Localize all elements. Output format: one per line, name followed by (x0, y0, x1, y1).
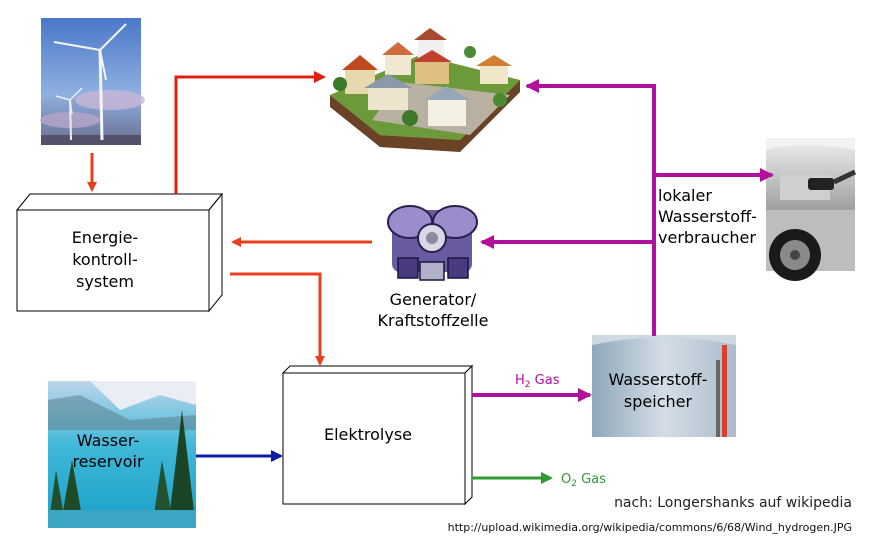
wind-turbine-image (40, 18, 145, 145)
local-consumer-label: lokaler Wasserstoff- verbraucher (658, 186, 757, 247)
electrolysis-box: Elektrolyse (281, 364, 474, 506)
energy-control-label-line2: kontroll- (72, 250, 138, 269)
local-consumer-label-line2: Wasserstoff- (658, 207, 757, 226)
local-consumer-label-line3: verbraucher (658, 228, 756, 247)
energy-control-label-line1: Energie- (72, 228, 139, 247)
source-url: http://upload.wikimedia.org/wikipedia/co… (448, 521, 852, 534)
electrolysis-label: Elektrolyse (324, 425, 412, 444)
local-consumer-label-line1: lokaler (658, 186, 712, 205)
generator-engine-image (387, 205, 478, 281)
arrow-control-to-houses (174, 71, 326, 194)
hydrogen-storage-label-line2: speicher (624, 392, 693, 411)
generator-label-line2: Kraftstoffzelle (378, 311, 489, 330)
hydrogen-storage-label: Wasserstoff- speicher (609, 370, 708, 411)
water-reservoir-image (48, 381, 196, 528)
water-reservoir-label-line2: reservoir (72, 452, 144, 471)
credit-text: nach: Longershanks auf wikipedia (614, 495, 852, 511)
o2-gas-label: O2 Gas (561, 472, 606, 489)
water-reservoir-label-line1: Wasser- (77, 431, 139, 450)
houses-image (330, 28, 520, 152)
water-reservoir-label: Wasser- reservoir (72, 431, 144, 471)
hydrogen-storage-image (592, 335, 736, 437)
arrow-control-to-electrolysis (230, 272, 325, 366)
car-refuel-image (766, 138, 857, 281)
hydrogen-storage-label-line1: Wasserstoff- (609, 370, 708, 389)
energy-control-label-line3: system (76, 272, 134, 291)
generator-label: Generator/ Kraftstoffzelle (378, 290, 489, 330)
generator-label-line1: Generator/ (390, 290, 477, 309)
arrow-storage-to-houses (525, 79, 656, 336)
h2-gas-label: H2 Gas (515, 373, 560, 390)
energy-control-system-box: Energie- kontroll- system (15, 192, 224, 313)
